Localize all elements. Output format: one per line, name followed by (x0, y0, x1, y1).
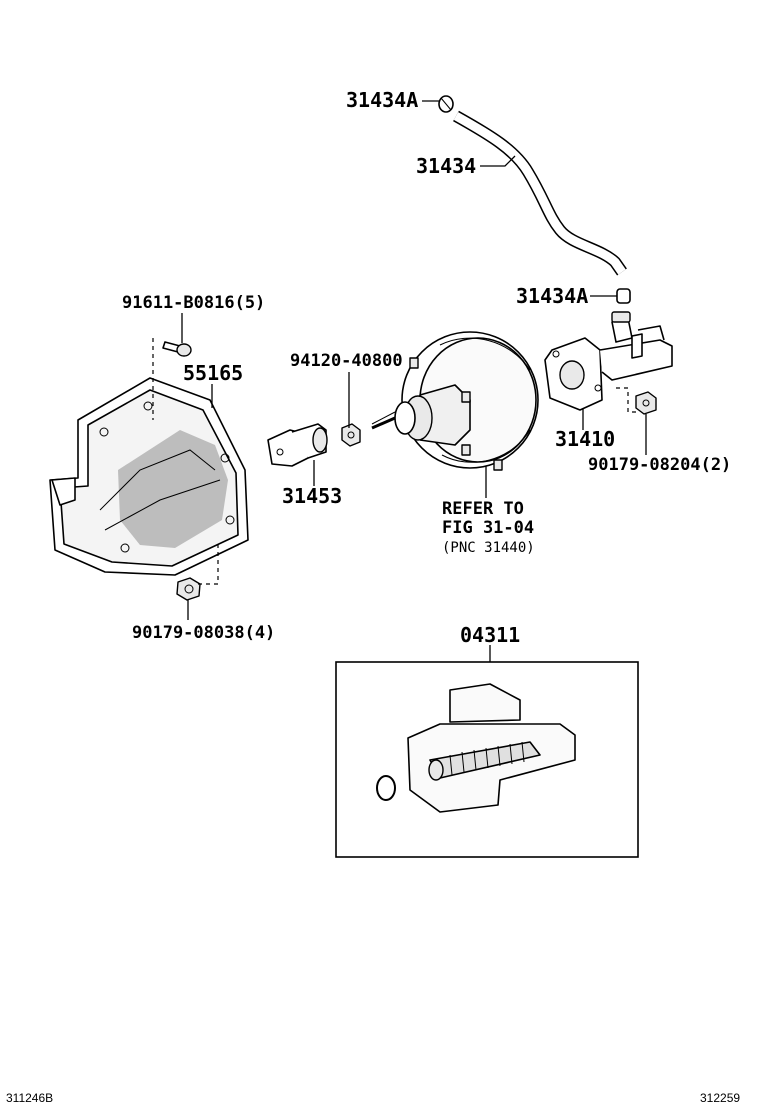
refer-line-1: REFER TO (442, 499, 524, 519)
label-nut-90179-4: 90179-08038(4) (132, 623, 275, 643)
bolt-91611 (162, 341, 192, 357)
hose-clip-top (438, 95, 454, 113)
label-nut-90179-2: 90179-08204(2) (588, 455, 731, 475)
refer-line-2: FIG 31-04 (442, 518, 534, 538)
master-cylinder-31410 (544, 311, 673, 411)
nut-90179-08204 (635, 391, 657, 415)
nut-dash-line (198, 540, 219, 585)
label-cover: 55165 (183, 361, 243, 385)
label-vacuum-hose: 31434 (416, 154, 476, 178)
clevis-31453 (267, 423, 328, 467)
label-hose-clip-top: 31434A (346, 88, 418, 112)
cover-55165 (49, 377, 249, 576)
footer-right-code: 312259 (700, 1091, 740, 1105)
label-kit: 04311 (460, 623, 520, 647)
label-bolt: 91611-B0816(5) (122, 293, 265, 313)
vacuum-hose (453, 110, 627, 276)
nut-90179-08038 (176, 577, 201, 601)
footer-left-code: 311246B (6, 1091, 53, 1105)
leader-lines (181, 100, 647, 662)
mc-dash-line (616, 387, 640, 413)
hose-clip-bottom (616, 288, 631, 304)
label-clevis: 31453 (282, 484, 342, 508)
label-master-cylinder: 31410 (555, 427, 615, 451)
kit-contents (376, 683, 576, 813)
brake-booster (371, 331, 539, 471)
refer-line-3: (PNC 31440) (442, 540, 535, 556)
nut-94120-40800 (341, 423, 361, 447)
label-nut-94120: 94120-40800 (290, 351, 403, 371)
label-hose-clip-bottom: 31434A (516, 284, 588, 308)
